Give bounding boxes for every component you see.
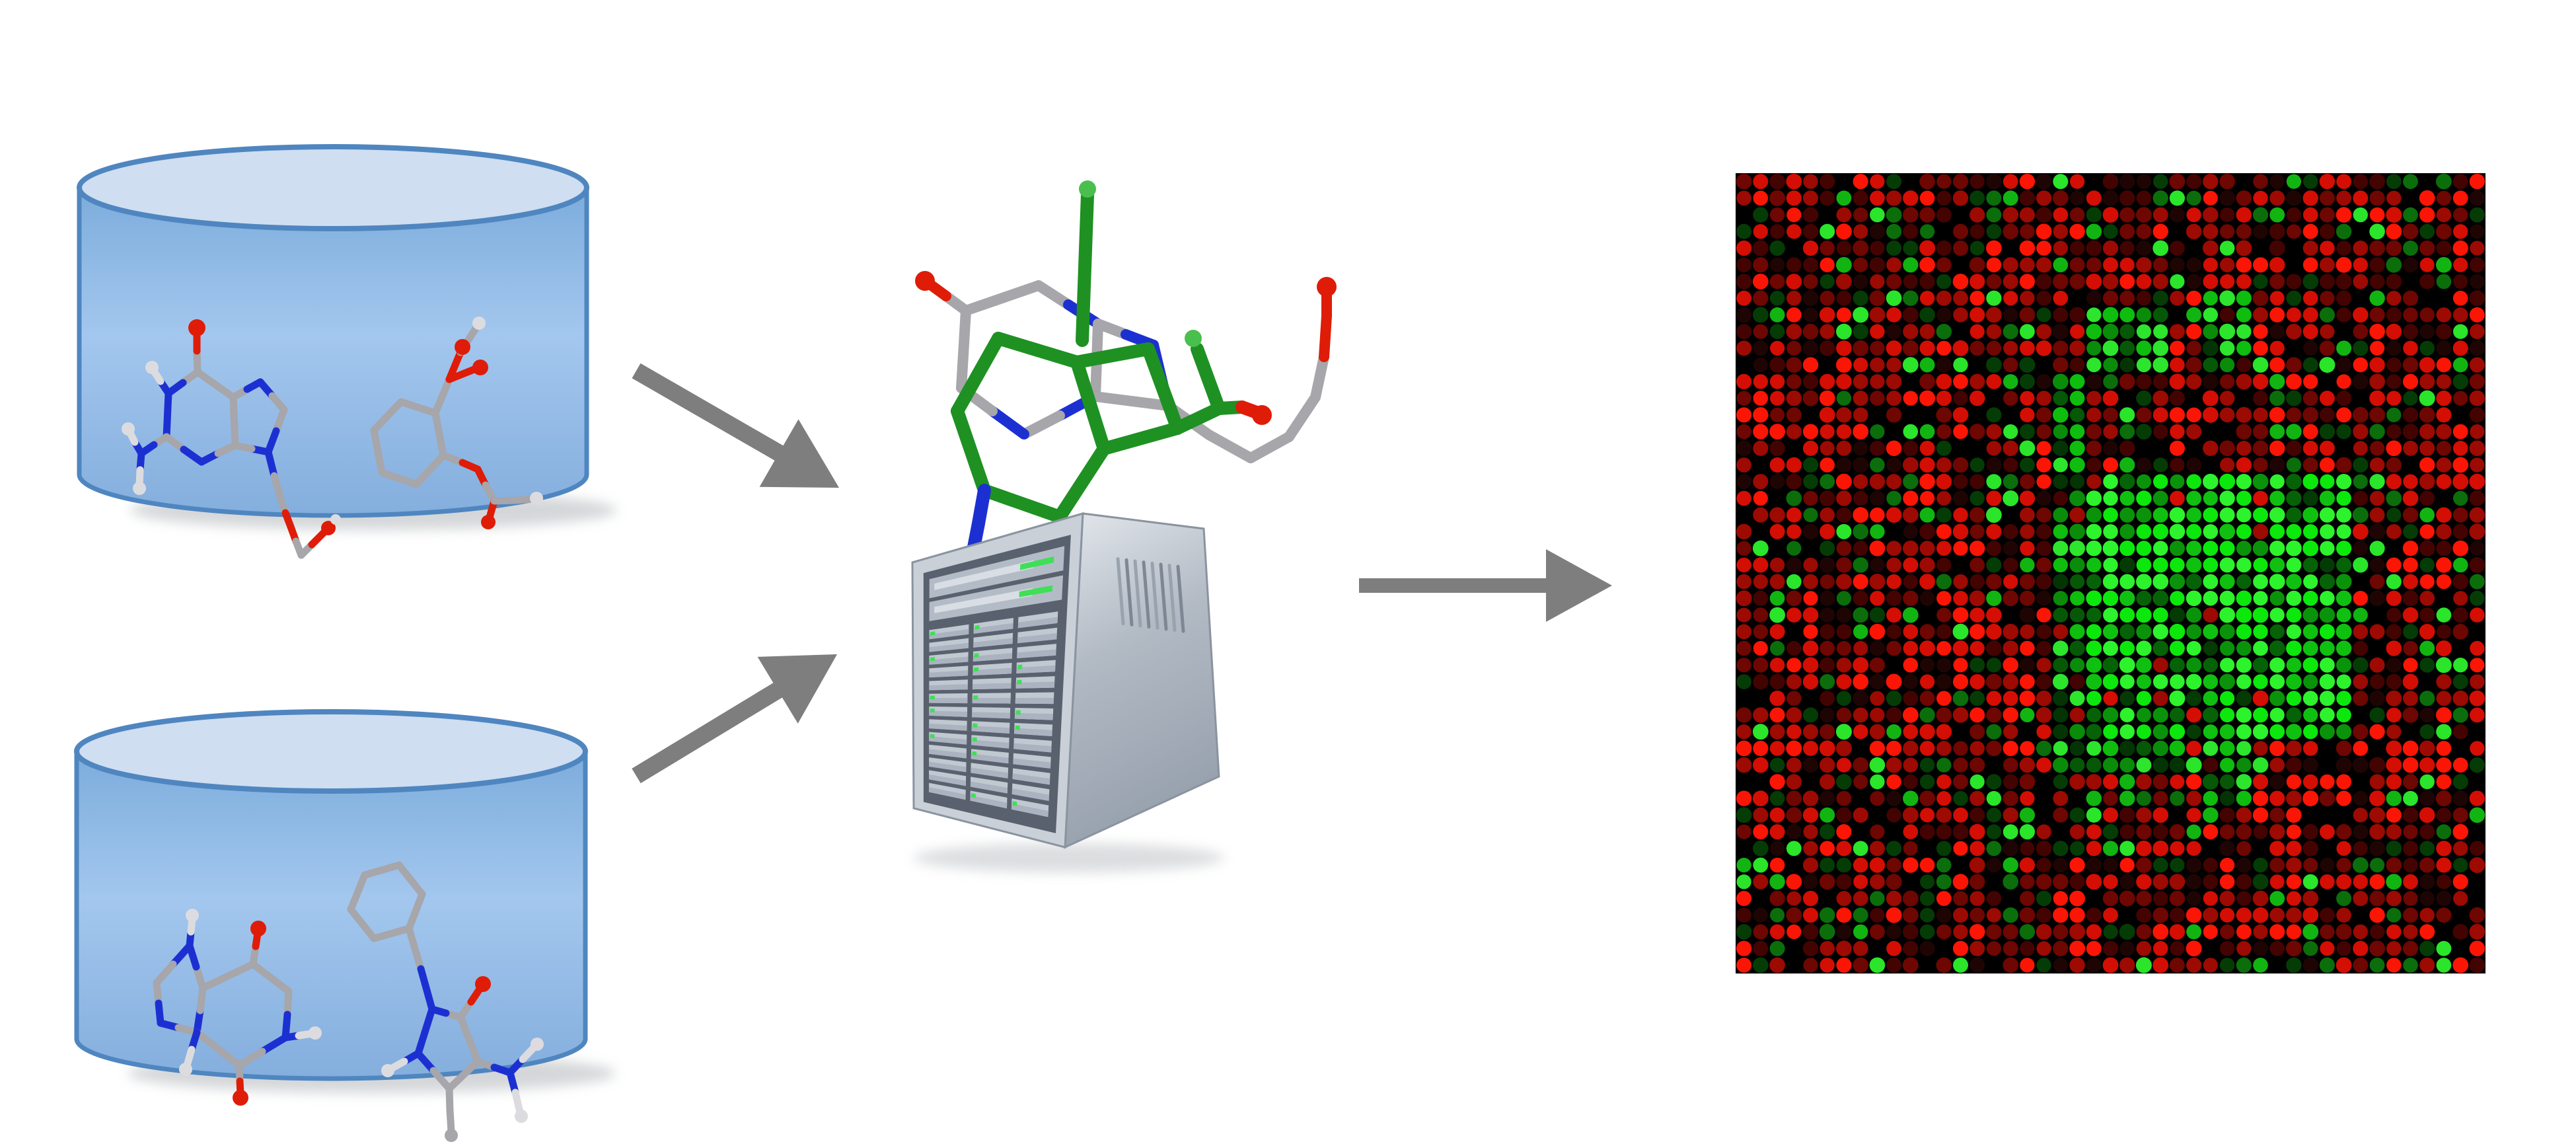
server-drive-slot-shade — [971, 740, 1010, 749]
server-drive-slot-shade — [929, 629, 969, 640]
molecule-2d-guanine-analog — [122, 319, 341, 559]
arrow-db-top-to-server — [632, 363, 839, 488]
server-drive-slot-shade — [929, 698, 968, 704]
compound-databases — [74, 144, 589, 1081]
server-drive-led — [930, 708, 935, 712]
server-drive-slot-shade — [929, 761, 967, 773]
server-vent-line — [1116, 557, 1125, 626]
server-drive-led — [971, 793, 976, 798]
server-drive-slot-shade — [929, 670, 969, 678]
server-drive-slot-shade — [1015, 681, 1055, 689]
server-vent-line — [1133, 559, 1142, 628]
server-drive-slot-shade — [970, 795, 1008, 809]
molecule-2d-antipyrine-analog — [347, 861, 544, 1142]
server-drive-led — [1012, 801, 1017, 806]
server-drive-slot-shade — [929, 774, 967, 786]
microarray-heatmap — [1736, 173, 2485, 973]
server-drive-led — [974, 653, 979, 658]
compound-database-top — [77, 144, 589, 518]
server-drive-led — [973, 723, 978, 728]
compound-database-bottom — [74, 709, 588, 1081]
server-drive-slot-shade — [971, 726, 1010, 734]
arrow-db-bottom-to-server — [632, 654, 837, 784]
server-drive-slot-shade — [1016, 665, 1056, 673]
server-vent-line — [1142, 560, 1151, 629]
server-bay-slot — [934, 560, 1034, 590]
microarray-background — [1736, 173, 2485, 973]
compound-database-bottom-lid — [74, 709, 588, 794]
server-vent-line — [1176, 564, 1185, 633]
compute-server — [911, 512, 1220, 849]
server-drive-slot-shade — [1015, 697, 1054, 705]
server-drive-slot-shade — [1012, 788, 1050, 801]
server-drive-led — [1017, 679, 1022, 685]
compute-server-icon — [911, 512, 1220, 849]
server-drive-led — [972, 737, 977, 742]
server-drive-slot-shade — [929, 736, 967, 745]
molecule-3d-overlay-aligned — [951, 180, 1272, 566]
server-side-face — [1064, 512, 1220, 849]
database-molecules — [122, 317, 544, 1142]
server-drive-led — [1015, 725, 1020, 730]
server-drive-slot-shade — [972, 697, 1011, 704]
server-vent-line — [1159, 562, 1168, 631]
server-drive-slot-shade — [970, 781, 1008, 794]
server-drive-slot-shade — [929, 723, 967, 731]
server-drive-slot-shade — [929, 684, 968, 691]
server-drive-led — [973, 667, 979, 672]
server-drive-slot-shade — [972, 683, 1012, 690]
server-drive-slot-shade — [1014, 728, 1052, 737]
microarray-result-image — [1736, 173, 2485, 973]
molecule-3d-overlay — [915, 180, 1337, 566]
server-drive-slot-shade — [929, 749, 967, 759]
server-drive-slot-shade — [1017, 617, 1058, 629]
server-drive-slot-shade — [1012, 773, 1050, 785]
server-bay-led — [1019, 585, 1053, 597]
server-drive-led — [975, 625, 980, 630]
server-drive-slot-shade — [973, 653, 1013, 662]
server-drive-led — [930, 657, 936, 662]
server-drive-slot-shade — [973, 623, 1013, 634]
server-vent-line — [1167, 564, 1177, 632]
server-drive-slot-shade — [1014, 712, 1053, 720]
server-drive-slot-shade — [929, 710, 967, 717]
server-drive-slot-shade — [1017, 649, 1056, 659]
server-drive-slot-shade — [1017, 633, 1057, 644]
molecule-2d-salicylate-analog — [370, 317, 543, 529]
server-shadow — [914, 843, 1224, 872]
arrow-server-to-microarray — [1359, 549, 1612, 622]
server-drive-slot-shade — [929, 642, 969, 652]
server-drive-led — [930, 631, 936, 636]
server-drive-led — [1017, 664, 1023, 669]
compound-database-top-lid — [77, 144, 589, 231]
server-drive-slot-shade — [973, 667, 1012, 676]
compound-database-top-body — [77, 188, 589, 518]
server-drive-slot-shade — [973, 638, 1013, 648]
server-drive-led — [1015, 710, 1021, 715]
server-drive-slot-shade — [928, 787, 966, 800]
server-drive-led — [930, 734, 935, 738]
server-drive-slot-shade — [972, 712, 1010, 719]
server-drive-slot-shade — [929, 656, 969, 665]
server-drive-slot-shade — [1013, 743, 1052, 753]
server-vent-line — [1124, 558, 1134, 627]
server-drive-led — [972, 751, 977, 756]
server-drive-led — [973, 695, 978, 700]
server-drive-slot-shade — [971, 753, 1009, 764]
compound-database-bottom-body — [74, 751, 588, 1081]
server-bay-led — [1019, 556, 1054, 570]
molecule-2d-xanthine-analog — [153, 909, 322, 1106]
server-vent-line — [1150, 561, 1159, 630]
microarray-dots — [1736, 173, 2485, 973]
server-drive-slot-shade — [1013, 758, 1051, 769]
server-drive-slot-shade — [971, 767, 1008, 779]
server-bay-slot — [934, 588, 1033, 613]
flow-arrows — [632, 363, 1612, 784]
server-drive-slot-shade — [1011, 803, 1049, 818]
server-drive-led — [930, 695, 935, 700]
